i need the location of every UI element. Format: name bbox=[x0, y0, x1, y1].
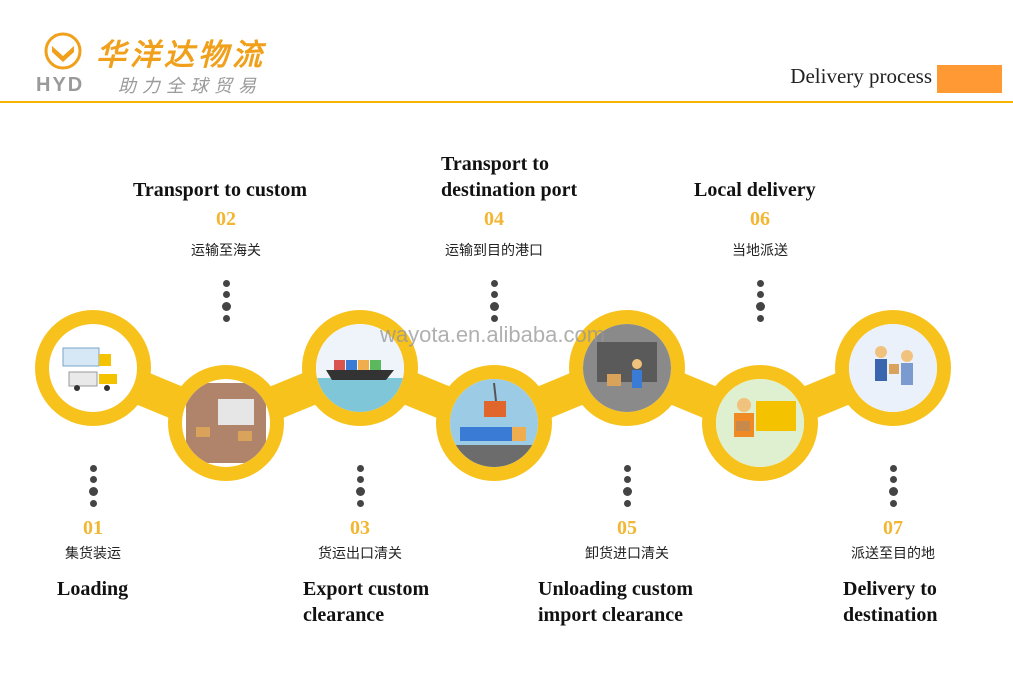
step-title-line: Loading bbox=[57, 578, 129, 600]
step-title-04: Transport to destination port bbox=[441, 151, 577, 203]
step-title-01: Loading bbox=[57, 576, 128, 602]
step-title-02: Transport to custom bbox=[133, 177, 307, 203]
brand-abbr: HYD bbox=[36, 74, 85, 96]
connector-dot bbox=[356, 465, 364, 472]
header-divider bbox=[0, 101, 1013, 103]
step-node-05 bbox=[569, 310, 685, 426]
step-title-03: Export custom clearance bbox=[303, 576, 429, 628]
connector-dot bbox=[755, 302, 765, 311]
step-title-line: destination bbox=[843, 604, 938, 626]
connector-dots bbox=[622, 465, 632, 511]
connector-dots bbox=[221, 280, 231, 326]
connector-dot bbox=[356, 500, 364, 507]
step-label-cn-06: 当地派送 bbox=[732, 243, 788, 259]
step-node-02 bbox=[168, 365, 284, 481]
connector-dot bbox=[889, 476, 897, 483]
brand-logo: HYD 华洋达物流 助力全球贸易 bbox=[36, 30, 336, 100]
step-label-cn-01: 集货装运 bbox=[65, 546, 121, 562]
connector-dots bbox=[888, 465, 898, 511]
connector-dot bbox=[356, 476, 364, 483]
connector-dot bbox=[756, 291, 764, 298]
step-number-04: 04 bbox=[484, 208, 504, 230]
step-title-05: Unloading custom import clearance bbox=[538, 576, 693, 628]
connector-dot bbox=[490, 291, 498, 298]
connector-dot bbox=[490, 280, 498, 287]
step-title-06: Local delivery bbox=[694, 177, 816, 203]
step-node-07 bbox=[835, 310, 951, 426]
connector-dot bbox=[889, 500, 897, 507]
connector-dot bbox=[88, 487, 98, 496]
step-number-05: 05 bbox=[617, 517, 637, 539]
connector-dot bbox=[889, 465, 897, 472]
connector-dot bbox=[623, 465, 631, 472]
delivery-man-icon bbox=[716, 379, 804, 467]
step-title-line: Export custom bbox=[303, 578, 430, 600]
connector-dot bbox=[622, 487, 632, 496]
parcel-handover-icon bbox=[849, 324, 937, 412]
connector-dot bbox=[222, 280, 230, 287]
connector-dot bbox=[89, 465, 97, 472]
step-label-cn-07: 派送至目的地 bbox=[851, 546, 935, 562]
connector-dot bbox=[355, 487, 365, 496]
connector-dot bbox=[756, 315, 764, 322]
connector-dot bbox=[756, 280, 764, 287]
brand-slogan: 助力全球贸易 bbox=[118, 76, 262, 97]
step-node-01 bbox=[35, 310, 151, 426]
step-number-03: 03 bbox=[350, 517, 370, 539]
connector-dot bbox=[221, 302, 231, 311]
step-node-06 bbox=[702, 365, 818, 481]
step-number-02: 02 bbox=[216, 208, 236, 230]
connector-dots bbox=[755, 280, 765, 326]
step-number-06: 06 bbox=[750, 208, 770, 230]
connector-dots bbox=[489, 280, 499, 326]
connector-dot bbox=[222, 315, 230, 322]
title-accent-block bbox=[937, 65, 1002, 93]
trucks-icon bbox=[62, 347, 117, 391]
step-label-cn-05: 卸货进口清关 bbox=[585, 546, 669, 562]
container-crane-icon bbox=[450, 379, 538, 467]
connector-dots bbox=[88, 465, 98, 511]
step-node-04 bbox=[436, 365, 552, 481]
connector-dot bbox=[490, 315, 498, 322]
page-title: Delivery process bbox=[790, 64, 932, 88]
step-title-line: import clearance bbox=[538, 604, 683, 626]
unloading-workers-icon bbox=[583, 324, 671, 412]
step-title-line: Unloading custom bbox=[538, 578, 694, 600]
step-title-line: Transport to custom bbox=[133, 179, 308, 201]
watermark: wayota.en.alibaba.com bbox=[380, 322, 606, 347]
step-number-01: 01 bbox=[83, 517, 103, 539]
brand-name-cn: 华洋达物流 bbox=[96, 38, 266, 73]
connector-dot bbox=[489, 302, 499, 311]
step-label-cn-04: 运输到目的港口 bbox=[445, 243, 543, 259]
connector-dot bbox=[222, 291, 230, 298]
step-title-line: destination port bbox=[441, 179, 578, 201]
connector-dot bbox=[89, 476, 97, 483]
connector-dot bbox=[888, 487, 898, 496]
connector-dot bbox=[623, 500, 631, 507]
step-title-line: Local delivery bbox=[694, 179, 816, 201]
hyd-logo-icon bbox=[44, 32, 82, 70]
connector-dot bbox=[623, 476, 631, 483]
step-label-cn-03: 货运出口清关 bbox=[318, 546, 402, 562]
step-title-line: Transport to bbox=[441, 153, 549, 175]
step-label-cn-02: 运输至海关 bbox=[191, 243, 261, 259]
step-node-03 bbox=[302, 310, 418, 426]
process-chain bbox=[35, 310, 951, 481]
step-title-line: Delivery to bbox=[843, 578, 937, 600]
step-title-line: clearance bbox=[303, 604, 385, 626]
connector-dots bbox=[355, 465, 365, 511]
step-title-07: Delivery to destination bbox=[843, 576, 937, 628]
step-number-07: 07 bbox=[883, 517, 903, 539]
connector-dot bbox=[89, 500, 97, 507]
warehouse-icon bbox=[186, 383, 266, 463]
